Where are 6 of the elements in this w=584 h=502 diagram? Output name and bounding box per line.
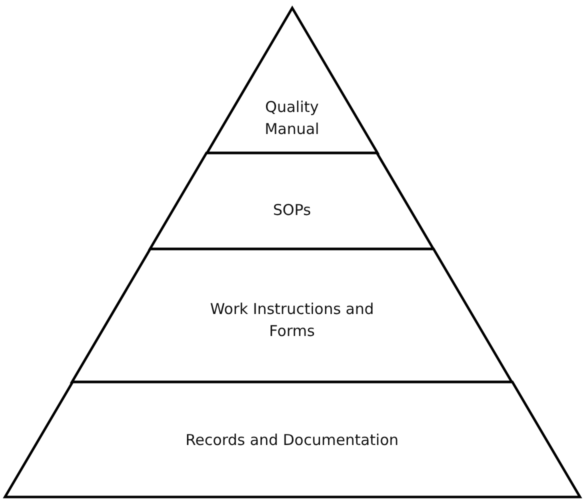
tier-label: SOPs	[272, 200, 312, 221]
tier-label: Quality Manual	[264, 97, 320, 140]
tier-label: Work Instructions and Forms	[209, 299, 375, 342]
pyramid-tier	[4, 382, 580, 497]
tier-label: Records and Documentation	[184, 430, 400, 451]
pyramid-tier	[206, 8, 378, 153]
